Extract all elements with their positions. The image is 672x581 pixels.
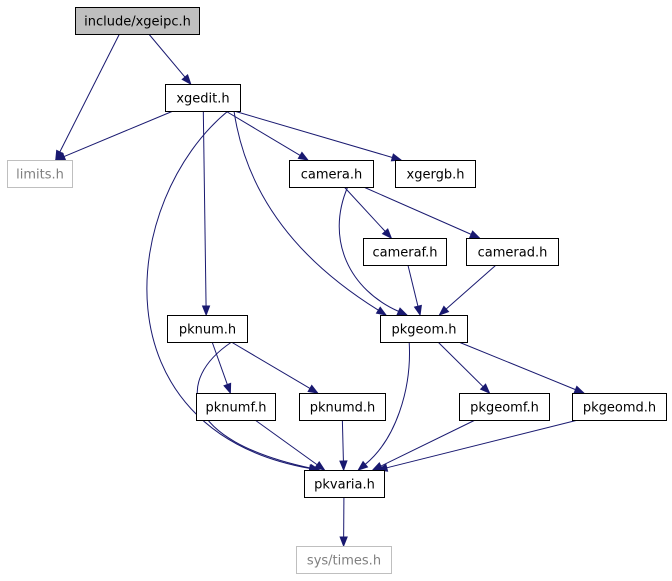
nodes-layer: include/xgeipc.h xgedit.h limits.h camera.h…: [7, 7, 667, 574]
node-cameraf[interactable]: cameraf.h: [363, 238, 447, 266]
arrowhead-pkgeom-to-pkgeomd: [573, 385, 586, 394]
arrowhead-camerad-to-pkgeom: [438, 305, 450, 316]
edge-pkgeom-to-pkgeomf: [437, 341, 484, 388]
arrowhead-camera-to-cameraf: [381, 228, 393, 240]
edge-xgedit-to-xgergb: [233, 110, 393, 158]
arrowhead-xgedit-to-pkgeom: [375, 306, 388, 316]
edge-pkgeomd-to-pkvaria: [386, 419, 579, 469]
node-box-pknum: [167, 315, 248, 343]
node-pknum[interactable]: pknum.h: [167, 315, 248, 343]
arrowhead-xgedit-to-limits: [54, 152, 67, 161]
node-camerad[interactable]: camerad.h: [466, 238, 559, 266]
edge-xgedit-to-pkvaria: [146, 110, 310, 469]
node-pkgeomd[interactable]: pkgeomd.h: [572, 393, 667, 421]
node-pkgeom[interactable]: pkgeom.h: [380, 315, 468, 343]
node-label-camera: camera.h: [301, 168, 362, 183]
edge-xgedit-to-limits: [63, 110, 174, 157]
edge-pkgeom-to-pkvaria: [364, 341, 410, 465]
arrowhead-pkgeom-to-pkgeomf: [479, 383, 491, 394]
edge-xgedit-to-pkgeom: [233, 110, 379, 311]
node-pkgeomf[interactable]: pkgeomf.h: [459, 393, 550, 421]
node-box-xgeipc: [75, 7, 200, 35]
node-pknumd[interactable]: pknumd.h: [299, 393, 386, 421]
edge-xgedit-to-camera: [225, 110, 301, 156]
arrowhead-pknum-to-pknumf: [223, 382, 232, 395]
node-label-systimes: sys/times.h: [307, 554, 381, 569]
node-box-limits: [7, 160, 73, 188]
node-label-cameraf: cameraf.h: [372, 246, 437, 261]
node-pkvaria[interactable]: pkvaria.h: [304, 470, 385, 498]
node-systimes: sys/times.h: [296, 546, 392, 574]
edge-pknumd-to-pkvaria: [341, 419, 344, 462]
edge-pknum-to-pknumd: [231, 341, 311, 389]
edges-layer: [54, 33, 586, 548]
node-label-pknum: pknum.h: [179, 323, 236, 338]
edge-pkgeom-to-pkgeomd: [458, 341, 576, 391]
edge-pkgeomf-to-pkvaria: [380, 419, 476, 467]
arrowhead-pknum-to-pknumd: [307, 384, 319, 394]
node-box-pkgeomf: [459, 393, 550, 421]
node-label-limits: limits.h: [16, 168, 64, 183]
node-xgergb[interactable]: xgergb.h: [395, 160, 476, 188]
edge-xgedit-to-pknum: [202, 110, 207, 307]
arrowhead-xgedit-to-camera: [297, 151, 310, 161]
arrowhead-pkvaria-to-systimes: [339, 536, 348, 548]
edge-cameraf-to-pkgeom: [407, 264, 419, 307]
node-box-pkgeomd: [572, 393, 667, 421]
arrowhead-pknumd-to-pkvaria: [339, 460, 348, 472]
node-label-pkgeomd: pkgeomd.h: [583, 401, 656, 416]
node-box-cameraf: [363, 238, 447, 266]
node-box-pkgeom: [380, 315, 468, 343]
node-box-camera: [289, 160, 374, 188]
node-xgedit[interactable]: xgedit.h: [165, 84, 241, 112]
node-box-pknumf: [196, 393, 276, 421]
arrowhead-camera-to-pkgeom: [396, 307, 409, 316]
node-camera[interactable]: camera.h: [289, 160, 374, 188]
node-box-camerad: [466, 238, 559, 266]
node-box-pkvaria: [304, 470, 385, 498]
node-label-xgeipc: include/xgeipc.h: [84, 15, 191, 30]
edge-camerad-to-pkgeom: [445, 264, 497, 310]
node-box-xgergb: [395, 160, 476, 188]
node-box-systimes: [296, 546, 392, 574]
node-label-pkvaria: pkvaria.h: [314, 478, 375, 493]
arrowhead-cameraf-to-pkgeom: [413, 304, 422, 317]
edge-camera-to-cameraf: [343, 186, 386, 232]
node-label-pknumf: pknumf.h: [206, 401, 267, 416]
node-label-pknumd: pknumd.h: [310, 401, 376, 416]
node-box-xgedit: [165, 84, 241, 112]
node-xgeipc[interactable]: include/xgeipc.h: [75, 7, 200, 35]
arrowhead-xgedit-to-xgergb: [390, 153, 403, 162]
edge-camera-to-pkgeom: [338, 186, 399, 312]
edge-pknum-to-pknumf: [211, 341, 228, 385]
edge-xgeipc-to-xgedit: [148, 33, 186, 78]
node-label-camerad: camerad.h: [478, 246, 548, 261]
node-box-pknumd: [299, 393, 386, 421]
arrowhead-pkgeom-to-pkvaria: [357, 460, 369, 471]
node-label-xgergb: xgergb.h: [407, 168, 465, 183]
arrowhead-pknumf-to-pkvaria: [314, 461, 326, 471]
edge-pknumf-to-pkvaria: [254, 419, 318, 466]
node-label-xgedit: xgedit.h: [176, 92, 229, 107]
arrowhead-xgeipc-to-xgedit: [181, 74, 192, 86]
arrowhead-xgedit-to-pknum: [201, 305, 211, 317]
node-label-pkgeomf: pkgeomf.h: [470, 401, 539, 416]
edge-camera-to-camerad: [363, 186, 472, 235]
node-limits: limits.h: [7, 160, 73, 188]
node-label-pkgeom: pkgeom.h: [391, 323, 456, 338]
arrowhead-camera-to-camerad: [469, 230, 481, 239]
node-pknumf[interactable]: pknumf.h: [196, 393, 276, 421]
edge-xgeipc-to-limits: [59, 33, 120, 153]
